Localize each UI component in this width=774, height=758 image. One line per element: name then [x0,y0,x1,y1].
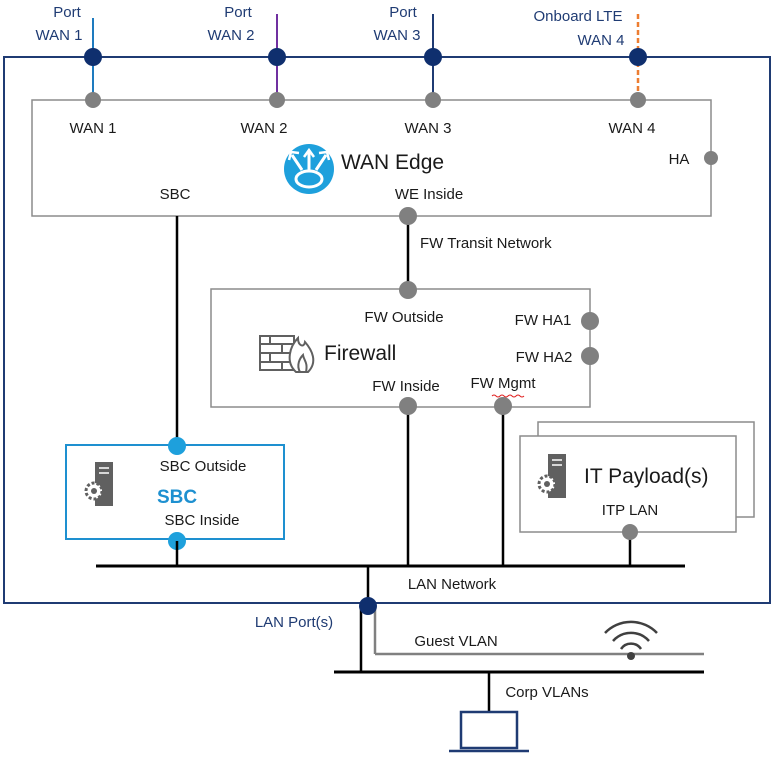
lan-network-label: LAN Network [408,576,497,593]
port-wan4-dot [629,48,647,66]
fw-transit-label: FW Transit Network [420,235,552,252]
lan-port-dot [359,597,377,615]
wan-edge-title: WAN Edge [341,151,444,174]
server-gear-icon [537,454,566,498]
fw-inside-label: FW Inside [372,378,440,395]
wan-edge-wan2-label: WAN 2 [241,120,288,137]
wan-edge-ha-dot [704,151,718,165]
port-wan2-label: Port [224,4,252,21]
port-wan3-dot [424,48,442,66]
port-wan2-label-2: WAN 2 [208,27,255,44]
sbc-inside-label: SBC Inside [164,512,239,529]
wan-edge-sbc-label: SBC [160,186,191,203]
wan-edge-inside-label: WE Inside [395,186,463,203]
wan-edge-box [31,99,712,217]
port-wan3-label-2: WAN 3 [374,27,421,44]
wan-edge-ha-label: HA [669,151,690,168]
port-wan1-dot [84,48,102,66]
fw-inside-dot [399,397,417,415]
port-wan3-label: Port [389,4,417,21]
wan-edge-wan3-dot [425,92,441,108]
port-wan2-dot [268,48,286,66]
port-wan4-label-2: WAN 4 [578,32,625,49]
fw-ha1-label: FW HA1 [515,312,572,329]
wan-edge-wan3-label: WAN 3 [405,120,452,137]
wan-edge-wan4-label: WAN 4 [609,120,656,137]
fw-outside-label: FW Outside [364,309,443,326]
fw-mgmt-dot [494,397,512,415]
firewall-title: Firewall [324,342,396,365]
device-border [3,56,771,604]
fw-mgmt-underline [491,394,525,398]
fw-ha2-dot [581,347,599,365]
laptop-icon [449,710,529,753]
fw-mgmt-label: FW Mgmt [471,375,537,392]
server-gear-icon [84,462,113,506]
sbc-title: SBC [157,487,197,508]
wan-edge-wan4-dot [630,92,646,108]
sbc-outside-label: SBC Outside [160,458,247,475]
fw-ha2-label: FW HA2 [516,349,573,366]
wan-edge-wan1-label: WAN 1 [70,120,117,137]
port-wan1-label: Port [53,4,81,21]
fw-ha1-dot [581,312,599,330]
port-wan4-label: Onboard LTE [534,8,623,25]
it-payload-title: IT Payload(s) [584,465,709,488]
firewall-box [210,288,591,408]
we-inside-dot [399,207,417,225]
lan-ports-label: LAN Port(s) [255,614,333,631]
wifi-icon [604,620,658,660]
sbc-outside-dot [168,437,186,455]
router-arrows-icon [284,144,334,194]
wan-edge-wan2-dot [269,92,285,108]
port-wan1-label-2: WAN 1 [36,27,83,44]
firewall-flame-icon [259,335,315,373]
wan-edge-wan1-dot [85,92,101,108]
fw-outside-dot [399,281,417,299]
corp-vlans-label: Corp VLANs [505,684,588,701]
itp-lan-label: ITP LAN [602,502,658,519]
guest-vlan-label: Guest VLAN [414,633,497,650]
itp-lan-dot [622,524,638,540]
